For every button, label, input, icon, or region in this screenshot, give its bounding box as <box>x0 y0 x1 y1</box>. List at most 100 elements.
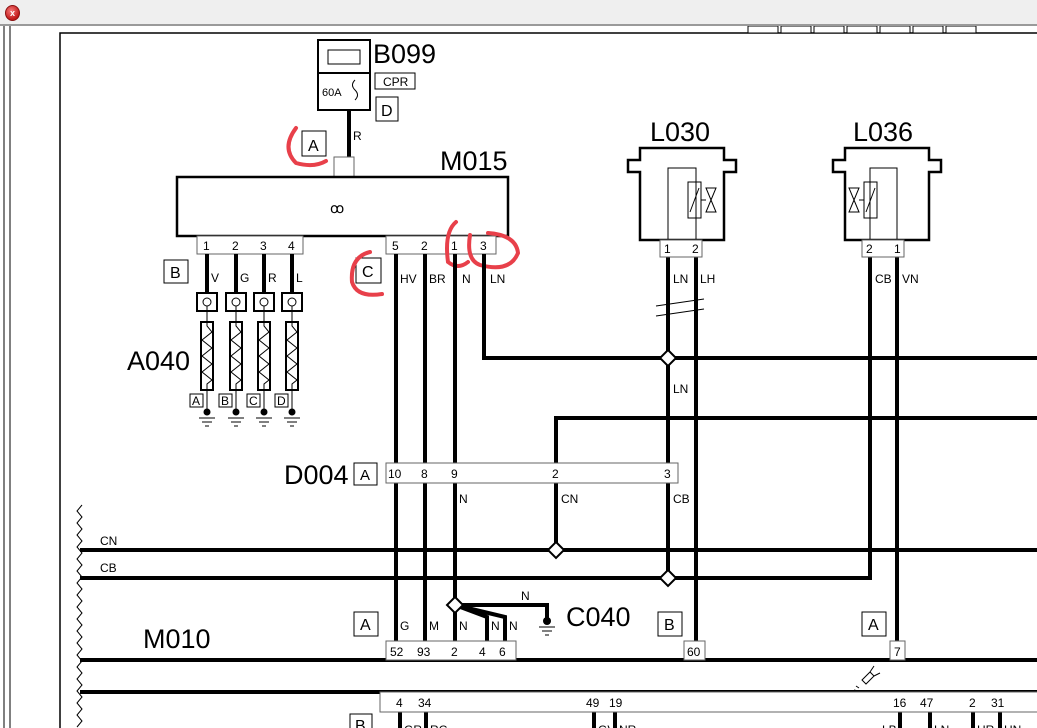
ref-a: A <box>360 467 370 484</box>
splice-nodes <box>445 348 678 615</box>
ref-b: B <box>170 265 181 282</box>
svg-text:LN: LN <box>673 272 688 286</box>
window-titlebar: x <box>0 0 1037 26</box>
svg-text:N: N <box>491 619 500 633</box>
wire-label: R <box>353 129 362 143</box>
c040-ground-icon <box>539 617 555 636</box>
svg-text:BR: BR <box>429 272 446 286</box>
twist-marks <box>655 298 705 317</box>
svg-text:3: 3 <box>664 467 671 481</box>
cpr-label: CPR <box>383 75 409 89</box>
ref-c: C <box>362 264 374 281</box>
svg-text:N: N <box>459 492 468 506</box>
wires <box>80 254 1037 728</box>
svg-text:A: A <box>192 394 200 408</box>
m015-label: M015 <box>440 146 508 176</box>
m010-bottom-connector <box>379 691 1037 713</box>
svg-text:60: 60 <box>687 645 701 659</box>
valve-icon <box>848 187 864 213</box>
toolbar-tabs[interactable] <box>747 26 977 34</box>
l036-solenoid <box>831 146 943 258</box>
svg-text:LH: LH <box>700 272 715 286</box>
svg-text:CN: CN <box>561 492 578 506</box>
m010-label: M010 <box>143 624 211 654</box>
svg-text:GR: GR <box>404 723 422 728</box>
svg-text:3: 3 <box>480 239 487 253</box>
svg-text:LB: LB <box>882 723 897 728</box>
svg-text:N: N <box>521 589 530 603</box>
svg-text:2: 2 <box>451 645 458 659</box>
annotation-circle <box>286 126 328 168</box>
ref-d: D <box>381 103 393 120</box>
close-icon[interactable]: x <box>5 5 20 21</box>
svg-text:G: G <box>400 619 409 633</box>
svg-text:CB: CB <box>100 561 117 575</box>
a040-plugs <box>189 254 303 427</box>
svg-text:1: 1 <box>203 239 210 253</box>
svg-text:7: 7 <box>894 645 901 659</box>
svg-text:34: 34 <box>418 696 432 710</box>
page-border <box>59 32 1037 728</box>
svg-text:D: D <box>277 394 286 408</box>
svg-text:GV: GV <box>598 723 615 728</box>
svg-text:93: 93 <box>417 645 431 659</box>
svg-text:2: 2 <box>552 467 559 481</box>
svg-text:N: N <box>459 619 468 633</box>
annotation-circles <box>349 220 521 297</box>
svg-text:2: 2 <box>866 242 873 256</box>
ref-b: B <box>355 718 366 728</box>
svg-text:19: 19 <box>609 696 623 710</box>
svg-text:HV: HV <box>400 272 417 286</box>
svg-text:G: G <box>240 271 249 285</box>
b099-battery-fuse: 60A <box>317 39 371 111</box>
svg-text:HN: HN <box>1004 723 1021 728</box>
svg-text:2: 2 <box>421 239 428 253</box>
svg-text:CB: CB <box>673 492 690 506</box>
svg-text:4: 4 <box>288 239 295 253</box>
l036-label: L036 <box>853 117 913 147</box>
a040-label: A040 <box>127 346 190 376</box>
coil-icon: ꝏ <box>330 200 344 216</box>
break-line <box>76 504 83 728</box>
svg-text:VN: VN <box>902 272 919 286</box>
ref-a: A <box>868 617 879 634</box>
svg-text:1: 1 <box>664 242 671 256</box>
bottom-wire-labels: GRRG GVNR LBLN HRHN <box>404 723 1021 728</box>
d004-label: D004 <box>284 460 349 490</box>
svg-text:6: 6 <box>499 645 506 659</box>
svg-text:1: 1 <box>451 239 458 253</box>
c040-label: C040 <box>566 602 631 632</box>
svg-text:L: L <box>296 271 303 285</box>
svg-text:31: 31 <box>991 696 1005 710</box>
svg-text:4: 4 <box>396 696 403 710</box>
valve-icon <box>701 187 717 213</box>
l030-solenoid <box>626 146 738 258</box>
svg-text:R: R <box>268 271 277 285</box>
sensor-icon <box>853 665 881 692</box>
svg-text:5: 5 <box>392 239 399 253</box>
svg-text:B: B <box>221 394 229 408</box>
ref-a: A <box>360 617 371 634</box>
svg-text:LN: LN <box>490 272 505 286</box>
svg-text:49: 49 <box>586 696 600 710</box>
svg-text:2: 2 <box>969 696 976 710</box>
fuse-icon <box>352 79 358 101</box>
svg-text:LN: LN <box>673 382 688 396</box>
ref-b: B <box>664 617 675 634</box>
svg-text:C: C <box>249 394 258 408</box>
svg-text:60A: 60A <box>322 87 342 99</box>
svg-text:2: 2 <box>692 242 699 256</box>
battery-icon <box>327 49 361 65</box>
l030-label: L030 <box>650 117 710 147</box>
svg-text:2: 2 <box>232 239 239 253</box>
svg-text:CB: CB <box>875 272 892 286</box>
svg-text:52: 52 <box>390 645 404 659</box>
ref-a: A <box>308 138 319 155</box>
svg-text:NR: NR <box>619 723 637 728</box>
